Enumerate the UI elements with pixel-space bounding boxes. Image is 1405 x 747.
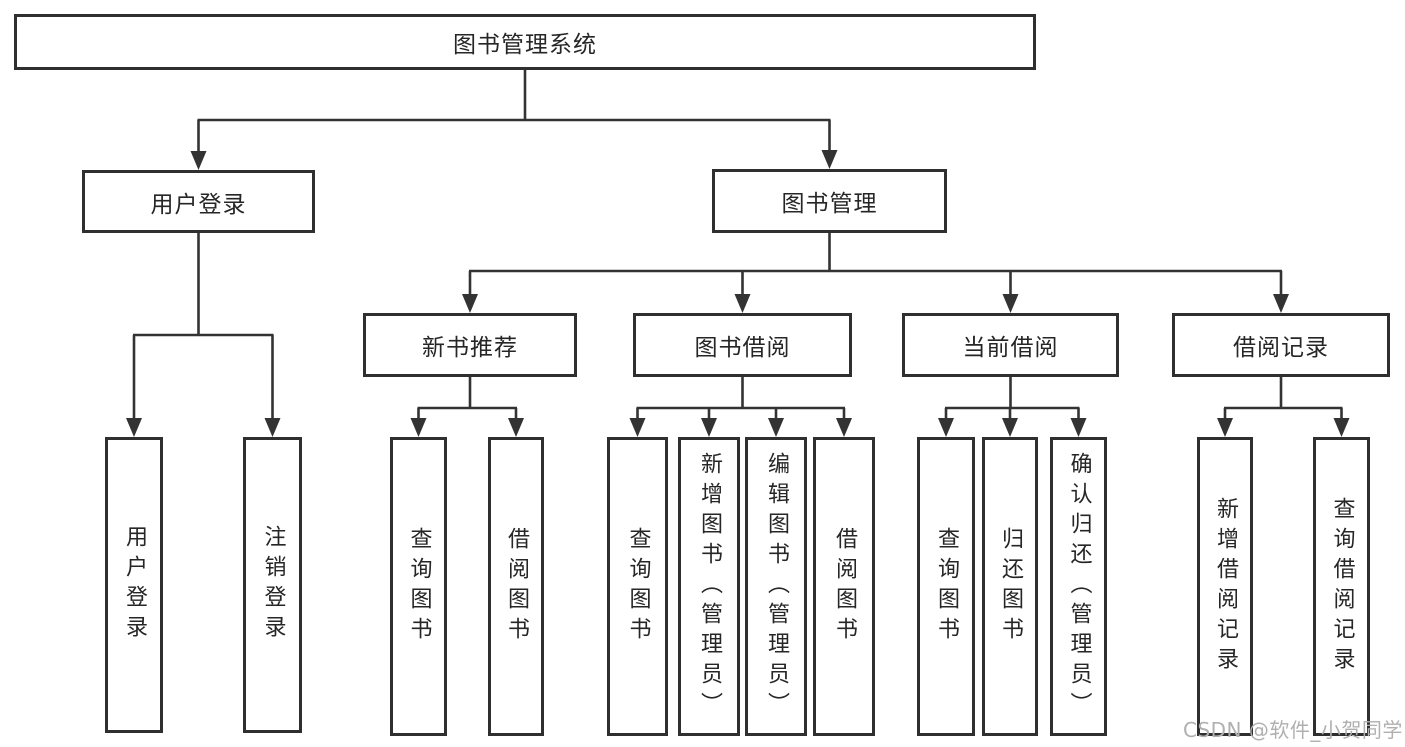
- node-new-book-recommend: 新书推荐: [363, 313, 577, 377]
- leaf-query-borrow-record: 查询借阅记录: [1313, 437, 1370, 736]
- leaf-add-book-admin: 新增图书（管理员）: [678, 437, 740, 736]
- root-node: 图书管理系统: [14, 14, 1036, 70]
- node-user-login: 用户登录: [82, 170, 315, 233]
- leaf-return-book: 归还图书: [982, 437, 1038, 736]
- leaf-user-login: 用户登录: [105, 437, 163, 733]
- leaf-borrow-books-recommend: 借阅图书: [488, 437, 544, 736]
- leaf-query-books-borrow: 查询图书: [607, 437, 668, 736]
- node-current-borrow: 当前借阅: [902, 313, 1119, 377]
- leaf-logout: 注销登录: [243, 437, 302, 733]
- leaf-confirm-return-admin: 确认归还（管理员）: [1050, 437, 1107, 736]
- node-book-borrow: 图书借阅: [633, 313, 852, 377]
- leaf-add-borrow-record: 新增借阅记录: [1197, 437, 1253, 736]
- watermark: CSDN @软件_小贺同学: [1183, 718, 1403, 742]
- leaf-query-books-current: 查询图书: [917, 437, 975, 736]
- leaf-edit-book-admin: 编辑图书（管理员）: [745, 437, 807, 736]
- node-borrow-record: 借阅记录: [1172, 313, 1390, 377]
- node-book-management: 图书管理: [712, 169, 947, 233]
- leaf-borrow-books: 借阅图书: [813, 437, 875, 736]
- leaf-query-books-recommend: 查询图书: [390, 437, 447, 736]
